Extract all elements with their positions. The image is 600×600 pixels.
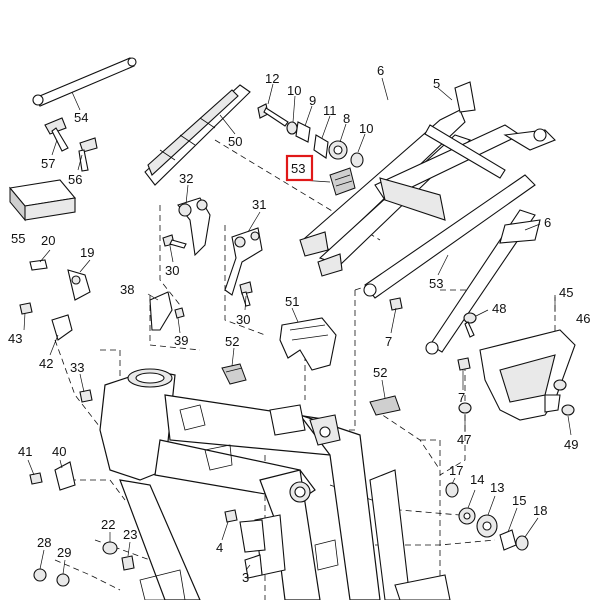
callout-47: 47 <box>457 432 471 447</box>
callout-49: 49 <box>564 437 578 452</box>
seal-18 <box>515 535 529 551</box>
cover-51 <box>279 317 337 371</box>
callout-labels: 12 10 9 11 8 10 6 5 50 54 57 56 53 32 55… <box>8 63 590 585</box>
bolt-39 <box>174 307 185 319</box>
chain-slider <box>144 84 251 186</box>
nut-29 <box>56 573 70 587</box>
callout-30b: 30 <box>236 312 250 327</box>
callout-42: 42 <box>39 356 53 371</box>
bracket-31 <box>224 227 263 296</box>
clip-53-top <box>329 167 356 196</box>
callout-18: 18 <box>533 503 547 518</box>
callout-5: 5 <box>433 76 440 91</box>
bolt-33 <box>79 389 93 403</box>
callout-14: 14 <box>470 472 484 487</box>
callout-15: 15 <box>512 493 526 508</box>
clip-52-right <box>369 395 401 416</box>
bolt-57 <box>44 117 69 152</box>
callout-17: 17 <box>449 463 463 478</box>
bolt-41 <box>29 472 43 485</box>
callout-10b: 10 <box>359 121 373 136</box>
bolt-23 <box>121 555 135 571</box>
highlight-box-53 <box>285 154 314 182</box>
callout-52a: 52 <box>225 334 239 349</box>
callout-51: 51 <box>285 294 299 309</box>
callout-50: 50 <box>228 134 242 149</box>
callout-8: 8 <box>343 111 350 126</box>
nut-49 <box>561 404 575 416</box>
clip-52-left <box>221 363 247 385</box>
callout-9: 9 <box>309 93 316 108</box>
grommet-20 <box>29 259 48 271</box>
callout-20: 20 <box>41 233 55 248</box>
bracket-38 <box>149 291 173 331</box>
callout-54: 54 <box>74 110 88 125</box>
main-frame <box>99 368 451 600</box>
bracket-3 <box>244 554 263 579</box>
rear-subframe <box>299 81 556 355</box>
callout-41: 41 <box>18 444 32 459</box>
callout-7b: 7 <box>458 390 465 405</box>
callout-7a: 7 <box>385 334 392 349</box>
callout-3: 3 <box>242 570 249 585</box>
nut-28 <box>33 568 47 582</box>
bolt-7-a <box>389 297 403 311</box>
callout-56: 56 <box>68 172 82 187</box>
bolt-22 <box>102 541 118 555</box>
callout-32: 32 <box>179 171 193 186</box>
callout-48: 48 <box>492 301 506 316</box>
bushing-14 <box>458 507 476 525</box>
callout-33: 33 <box>70 360 84 375</box>
bolt-30-b <box>239 281 253 307</box>
callout-39: 39 <box>174 333 188 348</box>
manual-book <box>8 179 77 222</box>
collar-17 <box>445 482 459 498</box>
callout-12: 12 <box>265 71 279 86</box>
callout-22: 22 <box>101 517 115 532</box>
nut-46 <box>553 379 567 391</box>
bolt-4 <box>224 509 238 523</box>
callout-43: 43 <box>8 331 22 346</box>
callout-19: 19 <box>80 245 94 260</box>
callout-4: 4 <box>216 540 223 555</box>
callout-29: 29 <box>57 545 71 560</box>
clamp-40 <box>54 461 76 491</box>
callout-11: 11 <box>323 103 337 118</box>
bracket-42 <box>51 314 73 341</box>
callout-10: 10 <box>287 83 301 98</box>
bracket-45 <box>479 329 576 421</box>
bolt-43 <box>19 302 33 315</box>
callout-53: 53 <box>429 276 443 291</box>
callout-55: 55 <box>11 231 25 246</box>
callout-23: 23 <box>123 527 137 542</box>
callout-28: 28 <box>37 535 51 550</box>
collar-47 <box>458 402 472 414</box>
callout-6: 6 <box>377 63 384 78</box>
callout-40: 40 <box>52 444 66 459</box>
bracket-32 <box>177 197 211 257</box>
callout-31: 31 <box>252 197 266 212</box>
spanner-tool <box>32 57 137 107</box>
clamp-19 <box>67 269 91 301</box>
callout-57: 57 <box>41 156 55 171</box>
callout-30a: 30 <box>165 263 179 278</box>
spacer-set <box>257 103 364 168</box>
bushing-13 <box>476 514 498 538</box>
callout-45: 45 <box>559 285 573 300</box>
callout-13: 13 <box>490 480 504 495</box>
bolt-56 <box>78 137 98 172</box>
callout-52b: 52 <box>373 365 387 380</box>
callout-53-highlighted: 53 <box>291 161 305 176</box>
leader-lines <box>23 77 572 575</box>
callout-6b: 6 <box>544 215 551 230</box>
bolt-30-a <box>162 234 187 249</box>
bolt-48 <box>463 312 477 338</box>
bolt-7-b <box>457 357 471 371</box>
collar-15 <box>499 529 517 551</box>
callout-46: 46 <box>576 311 590 326</box>
callout-38: 38 <box>120 282 134 297</box>
